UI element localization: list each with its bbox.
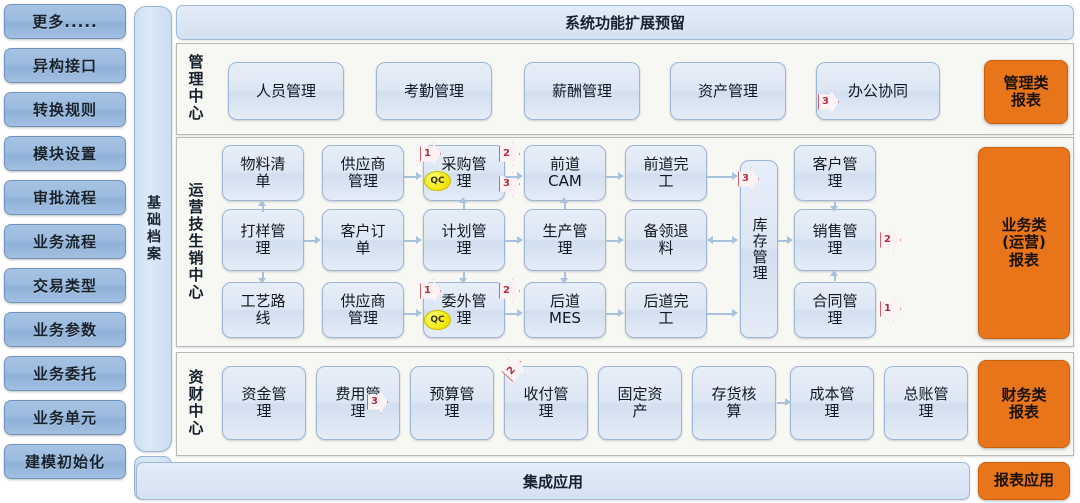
module-fund-management[interactable]: 资金管理 [222, 366, 306, 440]
sidebar-item-approval[interactable]: 审批流程 [4, 180, 126, 215]
sidebar: 更多..... 异构接口 转换规则 模块设置 审批流程 业务流程 交易类型 业务… [4, 4, 126, 499]
module-general-ledger[interactable]: 总账管理 [884, 366, 968, 440]
module-asset-management[interactable]: 资产管理 [670, 62, 786, 120]
base-archive-label: 基础档案 [145, 195, 161, 263]
sidebar-item-workflow[interactable]: 业务流程 [4, 224, 126, 259]
module-salary-management[interactable]: 薪酬管理 [524, 62, 640, 120]
marker-purchase-3: 3 [499, 172, 520, 196]
report-management-line2: 报表 [1010, 91, 1041, 109]
module-supplier-management-2[interactable]: 供应商管理 [322, 282, 404, 338]
module-production-management[interactable]: 生产管理 [524, 209, 606, 271]
marker-sales-2: 2 [880, 228, 901, 252]
sidebar-item-model-init[interactable]: 建模初始化 [4, 444, 126, 479]
module-plan-management[interactable]: 计划管理 [423, 209, 505, 271]
report-management-line1: 管理类 [1003, 73, 1049, 92]
qc-badge-outsourcing: QC [424, 310, 451, 330]
sidebar-item-biz-entrust[interactable]: 业务委托 [4, 356, 126, 391]
report-business-class[interactable]: 业务类 (运营) 报表 [978, 147, 1070, 339]
report-app-bar[interactable]: 报表应用 [978, 462, 1070, 500]
integration-app-bar[interactable]: 集成应用 [136, 462, 970, 500]
sidebar-item-txn-type[interactable]: 交易类型 [4, 268, 126, 303]
module-sales-management[interactable]: 销售管理 [794, 209, 876, 271]
base-archive-column[interactable]: 基础档案 [134, 6, 172, 452]
sidebar-item-biz-unit[interactable]: 业务单元 [4, 400, 126, 435]
marker-outsource-1: 1 [420, 279, 441, 303]
module-inventory-management[interactable]: 库存管理 [740, 160, 778, 338]
module-bom[interactable]: 物料清单 [222, 145, 304, 201]
report-business-line1: 业务类 [1001, 216, 1047, 235]
sidebar-item-modules[interactable]: 模块设置 [4, 136, 126, 171]
report-finance-line1: 财务类 [1001, 385, 1047, 404]
module-fixed-assets[interactable]: 固定资产 [598, 366, 682, 440]
management-center-title: 管理中心 [186, 54, 205, 122]
finance-center-title: 资财中心 [186, 369, 205, 437]
sidebar-item-rules[interactable]: 转换规则 [4, 92, 126, 127]
report-business-line3: 报表 [1008, 250, 1039, 269]
report-business-line2: (运营) [1002, 233, 1046, 252]
marker-inventory-3: 3 [738, 167, 759, 191]
module-supplier-management-1[interactable]: 供应商管理 [322, 145, 404, 201]
module-customer-order[interactable]: 客户订单 [322, 209, 404, 271]
report-finance-class[interactable]: 财务类 报表 [978, 360, 1070, 448]
module-process-route[interactable]: 工艺路线 [222, 282, 304, 338]
marker-outsource-2: 2 [499, 279, 520, 303]
module-front-completion[interactable]: 前道完工 [625, 145, 707, 201]
top-reserved-bar[interactable]: 系统功能扩展预留 [176, 5, 1074, 40]
marker-contract-1: 1 [880, 297, 901, 321]
sidebar-item-interface[interactable]: 异构接口 [4, 48, 126, 83]
module-material-return[interactable]: 备领退料 [625, 209, 707, 271]
report-management-class[interactable]: 管理类 报表 [984, 60, 1068, 124]
marker-purchase-2: 2 [499, 142, 520, 166]
module-contract-management[interactable]: 合同管理 [794, 282, 876, 338]
module-office-collaboration[interactable]: 办公协同 [816, 62, 940, 120]
sidebar-item-more[interactable]: 更多..... [4, 4, 126, 39]
marker-expense-3: 3 [367, 390, 388, 414]
module-sampling-management[interactable]: 打样管理 [222, 209, 304, 271]
module-back-completion[interactable]: 后道完工 [625, 282, 707, 338]
module-attendance-management[interactable]: 考勤管理 [376, 62, 492, 120]
module-payment-management[interactable]: 收付管理 [504, 366, 588, 440]
operations-center-title: 运营技生销中心 [186, 181, 205, 301]
module-cost-management[interactable]: 成本管理 [790, 366, 874, 440]
marker-office-collab-3: 3 [818, 90, 839, 114]
qc-badge-purchase: QC [424, 171, 451, 191]
module-personnel-management[interactable]: 人员管理 [228, 62, 344, 120]
report-finance-line2: 报表 [1008, 403, 1039, 421]
module-inventory-accounting[interactable]: 存货核算 [692, 366, 776, 440]
module-budget-management[interactable]: 预算管理 [410, 366, 494, 440]
sidebar-item-biz-params[interactable]: 业务参数 [4, 312, 126, 347]
module-customer-management[interactable]: 客户管理 [794, 145, 876, 201]
marker-purchase-1: 1 [420, 142, 441, 166]
module-expense-management[interactable]: 费用管理 [316, 366, 400, 440]
